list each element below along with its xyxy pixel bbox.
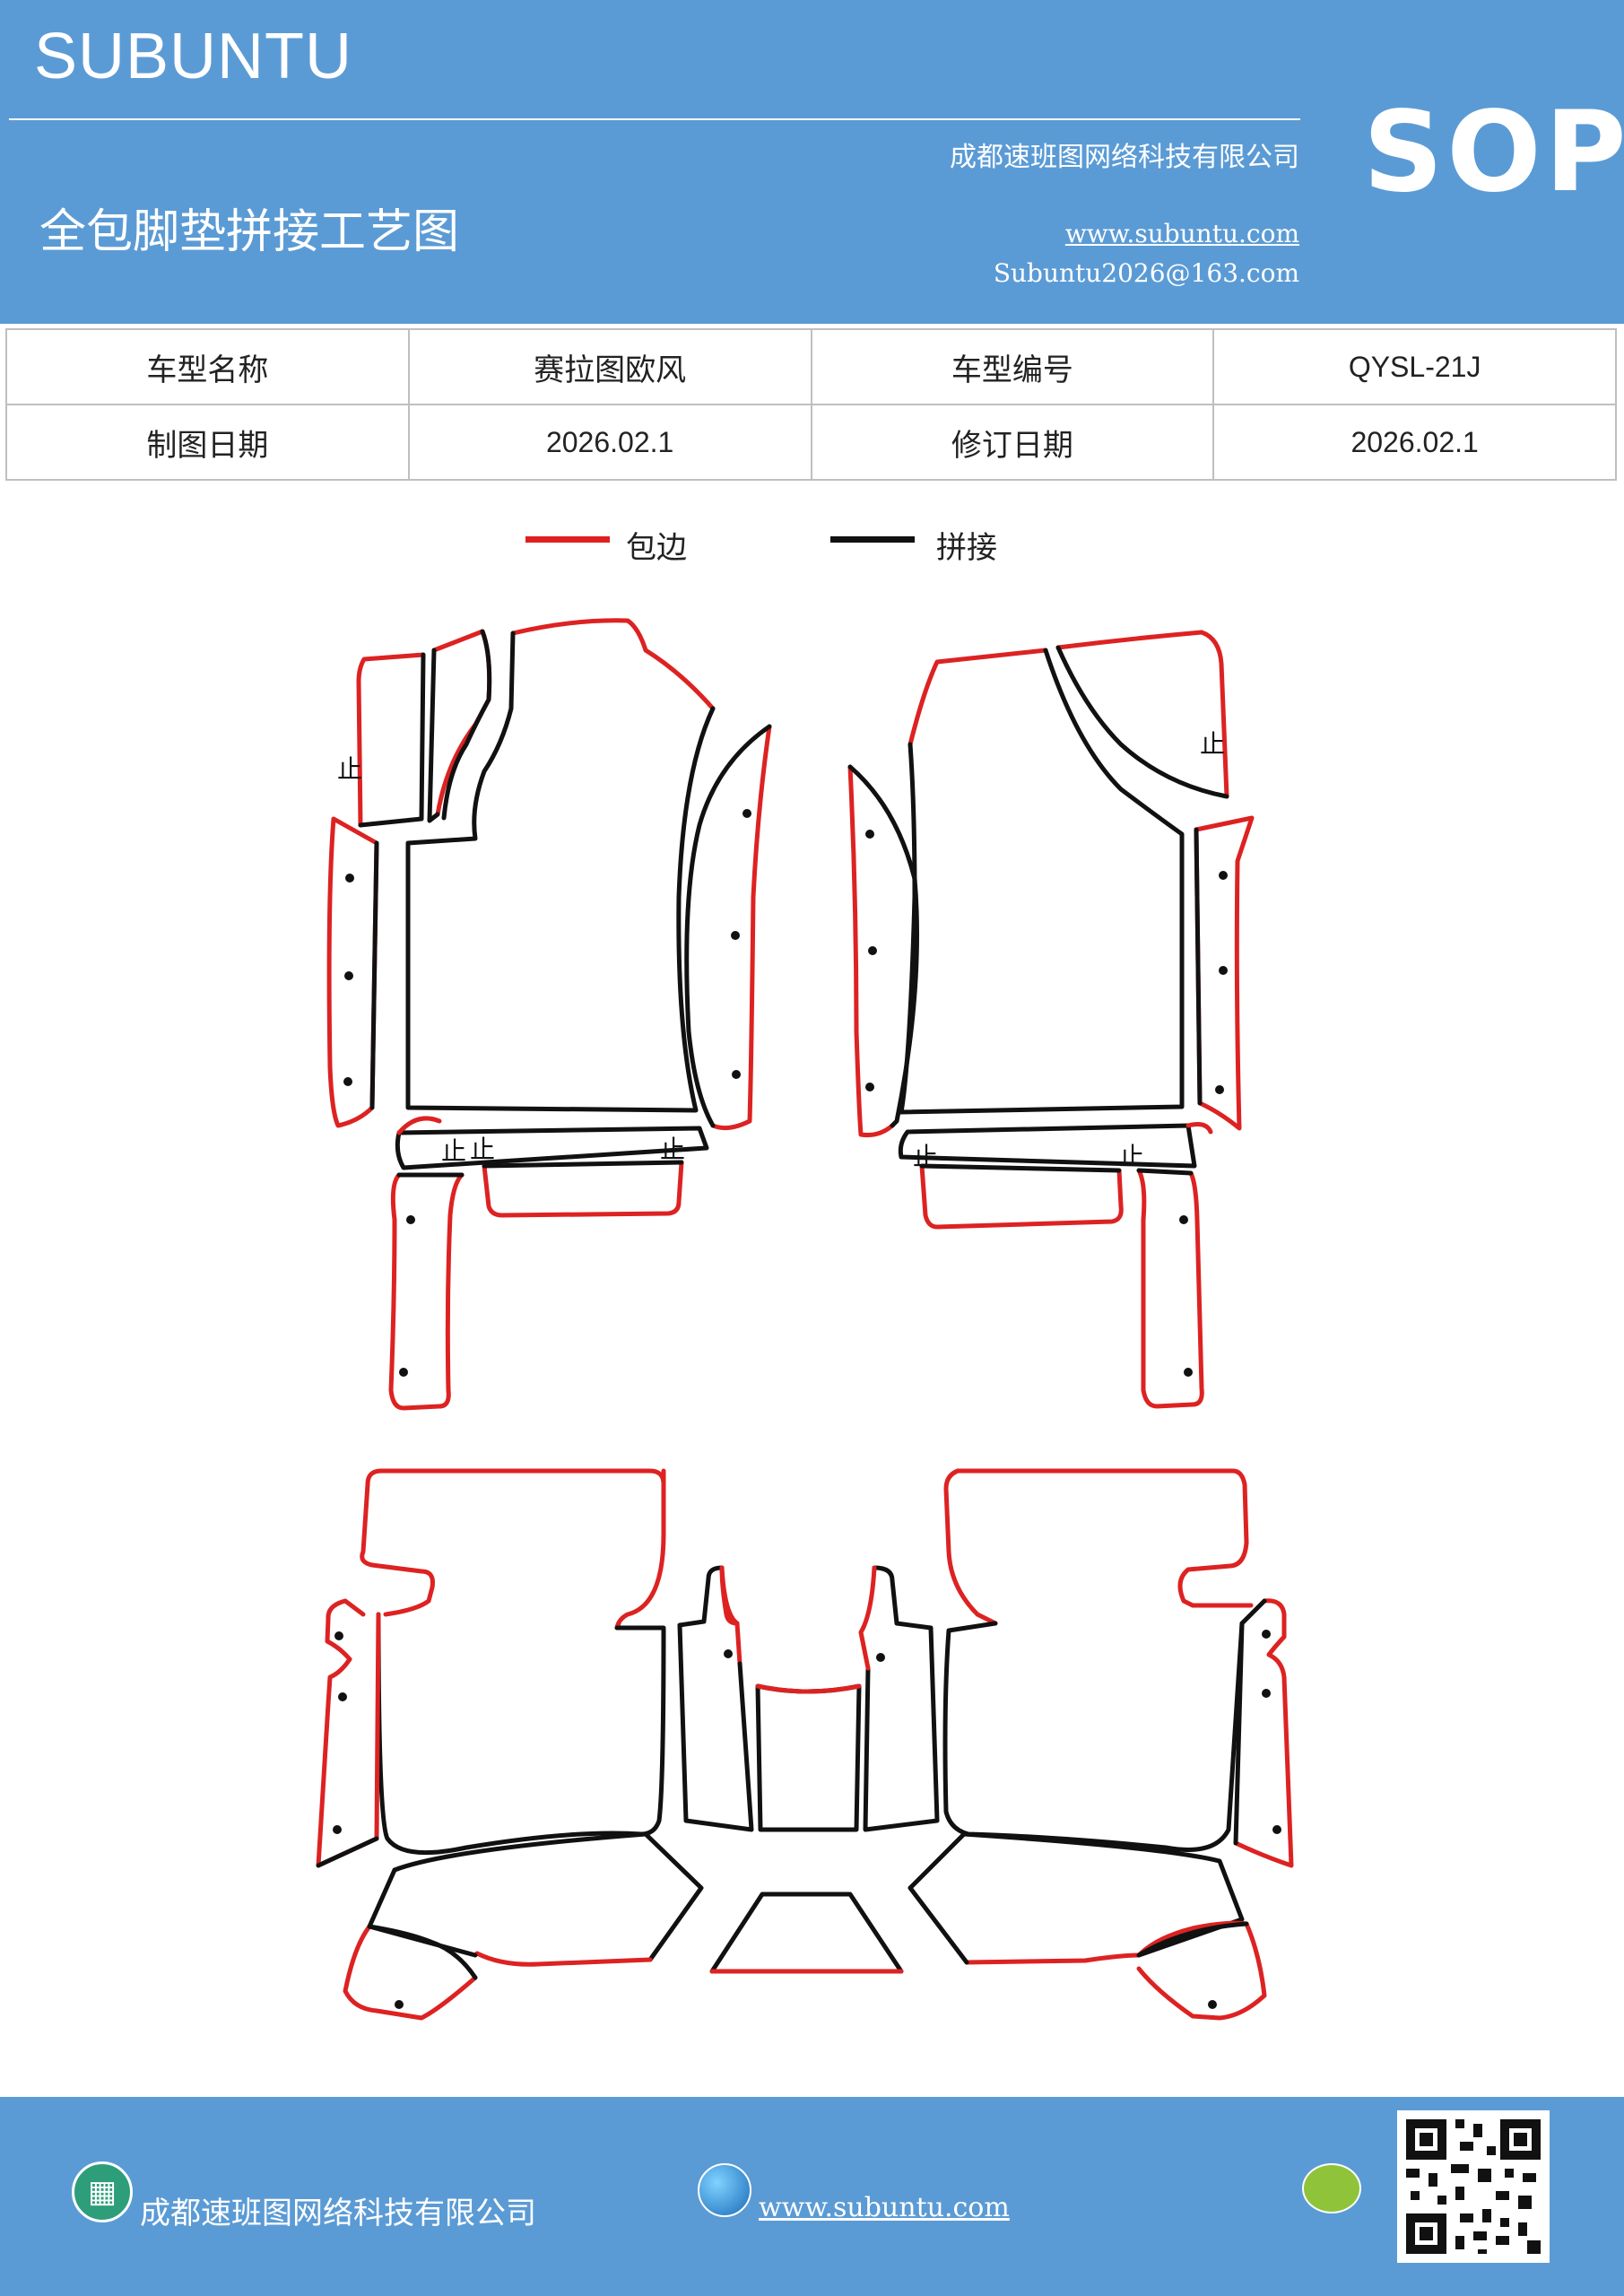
globe-icon	[698, 2163, 751, 2217]
draw-date-label: 制图日期	[5, 404, 410, 481]
brand-logo: SUBUNTU	[34, 21, 353, 92]
table-row: 车型名称 赛拉图欧风 车型编号 QYSL-21J	[5, 328, 1617, 405]
sop-badge: SOP	[1363, 88, 1624, 217]
legend-edge-label: 包边	[626, 530, 687, 566]
revise-date-label: 修订日期	[810, 404, 1215, 481]
company-name: 成都速班图网络科技有限公司	[950, 142, 1299, 173]
stop-mark: 止	[470, 1135, 496, 1164]
website-link[interactable]: www.subuntu.com	[1064, 219, 1299, 248]
legend-join-swatch	[830, 536, 915, 543]
stop-mark: 止	[913, 1142, 939, 1171]
front-right-mat	[847, 630, 1255, 1409]
page-title: 全包脚垫拼接工艺图	[39, 205, 460, 259]
building-icon: ▦	[72, 2161, 133, 2222]
stop-mark: 止	[1119, 1142, 1145, 1171]
rear-mats	[316, 1468, 1294, 2021]
header-banner	[0, 0, 1624, 324]
model-code-value: QYSL-21J	[1212, 328, 1617, 405]
stop-mark: 止	[660, 1135, 686, 1164]
stop-mark: 止	[337, 754, 363, 784]
header-divider	[9, 118, 1300, 120]
draw-date-value: 2026.02.1	[407, 404, 812, 481]
legend-edge-swatch	[525, 536, 610, 543]
model-name-label: 车型名称	[5, 328, 410, 405]
model-name-value: 赛拉图欧风	[407, 328, 812, 405]
footer-website-link[interactable]: www.subuntu.com	[759, 2192, 1010, 2223]
stop-mark: 止	[1200, 729, 1226, 759]
model-code-label: 车型编号	[810, 328, 1215, 405]
revise-date-value: 2026.02.1	[1212, 404, 1617, 481]
model-info-table: 车型名称 赛拉图欧风 车型编号 QYSL-21J 制图日期 2026.02.1 …	[5, 328, 1617, 481]
table-row: 制图日期 2026.02.1 修订日期 2026.02.1	[5, 404, 1617, 481]
wechat-icon	[1302, 2163, 1361, 2213]
email-address: Subuntu2026@163.com	[993, 258, 1299, 288]
front-left-mat	[326, 618, 772, 1411]
locating-dots	[333, 809, 1281, 2009]
footer-company-name: 成都速班图网络科技有限公司	[140, 2196, 536, 2231]
legend-join-label: 拼接	[936, 530, 997, 566]
stop-mark: 止	[441, 1136, 467, 1166]
qr-code-icon	[1397, 2110, 1550, 2263]
